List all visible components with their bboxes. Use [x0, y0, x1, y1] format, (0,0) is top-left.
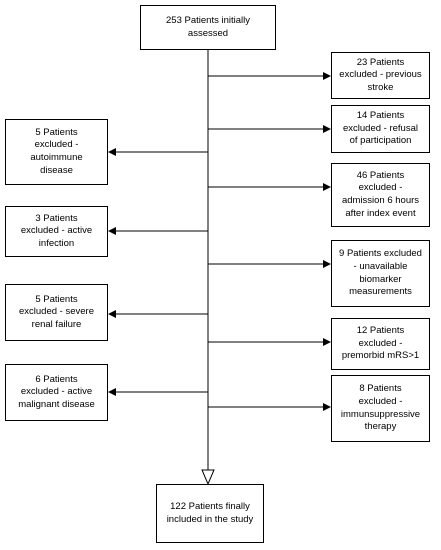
box-line: therapy — [364, 421, 397, 433]
box-line: disease — [40, 164, 73, 176]
box-line: autoimmune — [30, 152, 83, 163]
excluded-refusal-box: 14 Patients excluded - refusal of partic… — [331, 105, 430, 153]
excluded-malignant-box: 6 Patients excluded - active malignant d… — [5, 364, 108, 421]
box-line: excluded - refusal — [343, 122, 418, 134]
box-line: 253 Patients initially — [166, 14, 250, 26]
box-line: excluded - — [358, 337, 403, 349]
box-line: 8 Patients — [359, 383, 402, 395]
box-line: 5 Patients — [35, 293, 78, 305]
excluded-previous-stroke-box: 23 Patients excluded - previous stroke — [331, 52, 430, 99]
excluded-immunosuppressive-box: 8 Patients excluded - immunsuppressive t… — [331, 375, 430, 442]
box-line: 122 Patients finally — [170, 500, 250, 512]
excluded-admission-box: 46 Patients excluded - admission 6 hours… — [331, 163, 430, 227]
box-line: excluded - — [358, 395, 403, 407]
box-line: measurements — [349, 286, 412, 298]
box-line: biomarker — [359, 273, 402, 285]
box-line: assessed — [187, 27, 229, 39]
box-line: admission 6 hours — [341, 195, 420, 206]
box-line: 12 Patients — [356, 325, 405, 337]
box-line: 14 Patients — [356, 110, 405, 122]
box-line: stroke — [367, 81, 394, 93]
box-line: premorbid mRS>1 — [341, 350, 420, 362]
excluded-biomarker-box: 9 Patients excluded - unavailable biomar… — [331, 240, 430, 307]
box-line: excluded - active — [20, 386, 93, 398]
box-line: of participation — [349, 135, 412, 147]
box-line: infection — [38, 237, 75, 249]
box-line: 6 Patients — [35, 373, 78, 385]
box-line: excluded - severe — [19, 306, 94, 318]
box-line: 9 Patients excluded — [339, 248, 422, 260]
final-arrowhead — [201, 469, 215, 486]
box-line: excluded - active — [20, 225, 93, 237]
excluded-infection-box: 3 Patients excluded - active infection — [5, 206, 108, 257]
box-line: 5 Patients — [35, 126, 78, 138]
box-line: - unavailable — [353, 260, 408, 272]
box-line: immunsuppressive — [340, 408, 421, 420]
box-line: excluded - previous — [339, 69, 422, 81]
box-line: excluded - — [34, 139, 79, 151]
box-line: excluded - — [358, 182, 403, 194]
box-line: renal failure — [31, 318, 82, 330]
box-line: malignant disease — [18, 398, 95, 410]
excluded-renal-failure-box: 5 Patients excluded - severe renal failu… — [5, 284, 108, 341]
initial-assessed-box: 253 Patients initially assessed — [140, 5, 276, 50]
excluded-autoimmune-box: 5 Patients excluded - autoimmune disease — [5, 119, 108, 185]
box-line: after index event — [345, 207, 416, 219]
box-line: 46 Patients — [356, 169, 405, 181]
box-line: included in the study — [166, 513, 254, 525]
final-included-box: 122 Patients finally included in the stu… — [156, 484, 264, 543]
excluded-premorbid-box: 12 Patients excluded - premorbid mRS>1 — [331, 318, 430, 370]
box-line: 23 Patients — [356, 56, 405, 68]
box-line: 3 Patients — [35, 212, 78, 224]
